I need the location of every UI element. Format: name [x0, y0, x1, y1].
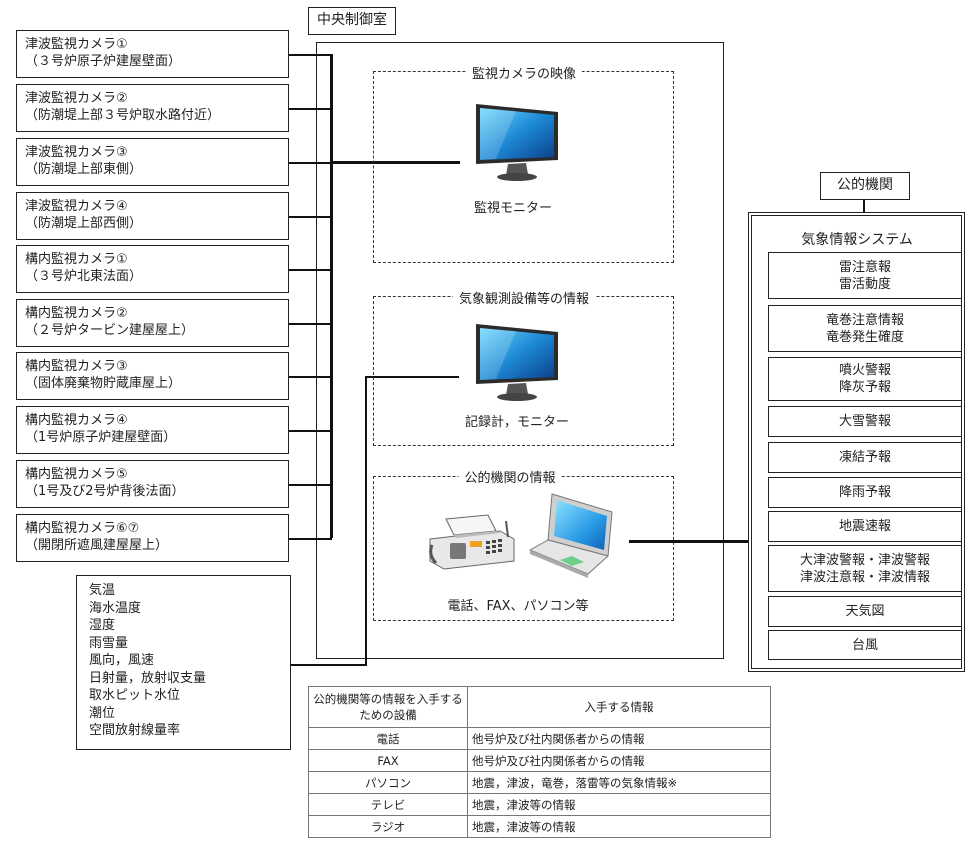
weather-input-item: 日射量，放射収支量 [89, 670, 207, 686]
camera-box: 構内監視カメラ③（固体廃棄物貯蔵庫屋上） [16, 352, 289, 400]
weather-system-item: 大雪警報 [768, 406, 962, 437]
camera-box: 津波監視カメラ②（防潮堤上部３号炉取水路付近） [16, 84, 289, 132]
weather-input-item: 風向，風速 [89, 653, 155, 668]
connector [330, 161, 460, 164]
table-cell-device: ラジオ [308, 815, 468, 838]
connector [291, 664, 367, 666]
table-row: ラジオ 地震，津波等の情報 [308, 815, 771, 838]
public-agency-label: 公的機関 [820, 172, 910, 200]
camera-box: 構内監視カメラ⑤（1号及び2号炉背後法面） [16, 460, 289, 508]
info-equipment-table: 公的機関等の情報を入手するための設備 入手する情報 電話 他号炉及び社内関係者か… [308, 686, 771, 838]
weather-input-item: 雨雪量 [89, 635, 129, 651]
weather-system-item: 天気図 [768, 596, 962, 627]
connector [289, 538, 332, 540]
weather-input-item: 気温 [89, 583, 116, 598]
table-cell-device: FAX [308, 749, 468, 772]
connector [289, 430, 332, 432]
table-cell-info: 他号炉及び社内関係者からの情報 [467, 749, 771, 772]
table-row: テレビ 地震，津波等の情報 [308, 793, 771, 816]
camera-video-title: 監視カメラの映像 [465, 63, 583, 82]
table-header-info: 入手する情報 [467, 686, 771, 728]
connector [289, 484, 332, 486]
table-cell-device: 電話 [308, 727, 468, 750]
public-info-title: 公的機関の情報 [458, 467, 562, 486]
weather-system-item: 降雨予報 [768, 477, 962, 508]
monitor-icon [476, 104, 558, 181]
connector [365, 376, 459, 378]
connector [289, 269, 332, 271]
connector [863, 200, 865, 213]
weather-system-item: 竜巻注意情報竜巻発生確度 [768, 305, 962, 352]
camera-box: 構内監視カメラ⑥⑦（開閉所遮風建屋屋上） [16, 514, 289, 562]
control-room-label: 中央制御室 [308, 7, 396, 35]
table-row: パソコン 地震，津波，竜巻，落雷等の気象情報※ [308, 771, 771, 794]
connector [629, 540, 749, 543]
camera-bus-line [330, 54, 333, 538]
recorder-monitor-label: 記録計，モニター [464, 415, 570, 430]
comm-devices-label: 電話、FAX、パソコン等 [447, 599, 589, 614]
weather-input-item: 海水温度 [89, 600, 142, 616]
camera-box: 津波監視カメラ①（３号炉原子炉建屋壁面） [16, 30, 289, 78]
table-cell-info: 他号炉及び社内関係者からの情報 [467, 727, 771, 750]
table-cell-info: 地震，津波，竜巻，落雷等の気象情報※ [467, 771, 771, 794]
weather-input-item: 空間放射線量率 [89, 723, 181, 738]
weather-system-item: 雷注意報雷活動度 [768, 252, 962, 299]
camera-box: 構内監視カメラ①（３号炉北東法面） [16, 245, 289, 293]
weather-input-item: 潮位 [89, 705, 116, 721]
connector [289, 108, 332, 110]
weather-input-item: 湿度 [89, 618, 116, 633]
table-row: FAX 他号炉及び社内関係者からの情報 [308, 749, 771, 772]
monitor-label: 監視モニター [473, 201, 553, 216]
table-cell-info: 地震，津波等の情報 [467, 793, 771, 816]
table-row: 電話 他号炉及び社内関係者からの情報 [308, 727, 771, 750]
connector [289, 376, 332, 378]
camera-box: 構内監視カメラ②（２号炉タービン建屋屋上） [16, 299, 289, 347]
weather-input-item: 取水ピット水位 [89, 688, 181, 703]
recorder-monitor-icon [476, 324, 558, 401]
weather-system-item: 大津波警報・津波警報津波注意報・津波情報 [768, 545, 962, 592]
table-cell-info: 地震，津波等の情報 [467, 815, 771, 838]
camera-box: 津波監視カメラ④（防潮堤上部西側） [16, 192, 289, 240]
connector [289, 323, 332, 325]
connector [365, 376, 367, 666]
weather-inputs-box: 気温 海水温度 湿度 雨雪量 風向，風速 日射量，放射収支量 取水ピット水位 潮… [76, 575, 291, 750]
weather-system-item: 凍結予報 [768, 442, 962, 473]
laptop-icon [528, 493, 613, 578]
fax-phone-icon [429, 514, 515, 570]
table-cell-device: テレビ [308, 793, 468, 816]
weather-info-title: 気象観測設備等の情報 [452, 288, 596, 307]
table-header-device: 公的機関等の情報を入手するための設備 [308, 686, 468, 728]
weather-info-system-title: 気象情報システム [801, 232, 913, 248]
camera-box: 構内監視カメラ④（1号炉原子炉建屋壁面） [16, 406, 289, 454]
table-cell-device: パソコン [308, 771, 468, 794]
weather-system-item: 台風 [768, 630, 962, 660]
camera-box: 津波監視カメラ③（防潮堤上部東側） [16, 138, 289, 186]
connector [289, 162, 332, 164]
weather-system-item: 地震速報 [768, 511, 962, 542]
connector [289, 216, 332, 218]
table-header-row: 公的機関等の情報を入手するための設備 入手する情報 [308, 686, 771, 728]
connector [289, 54, 332, 56]
weather-system-item: 噴火警報降灰予報 [768, 357, 962, 401]
